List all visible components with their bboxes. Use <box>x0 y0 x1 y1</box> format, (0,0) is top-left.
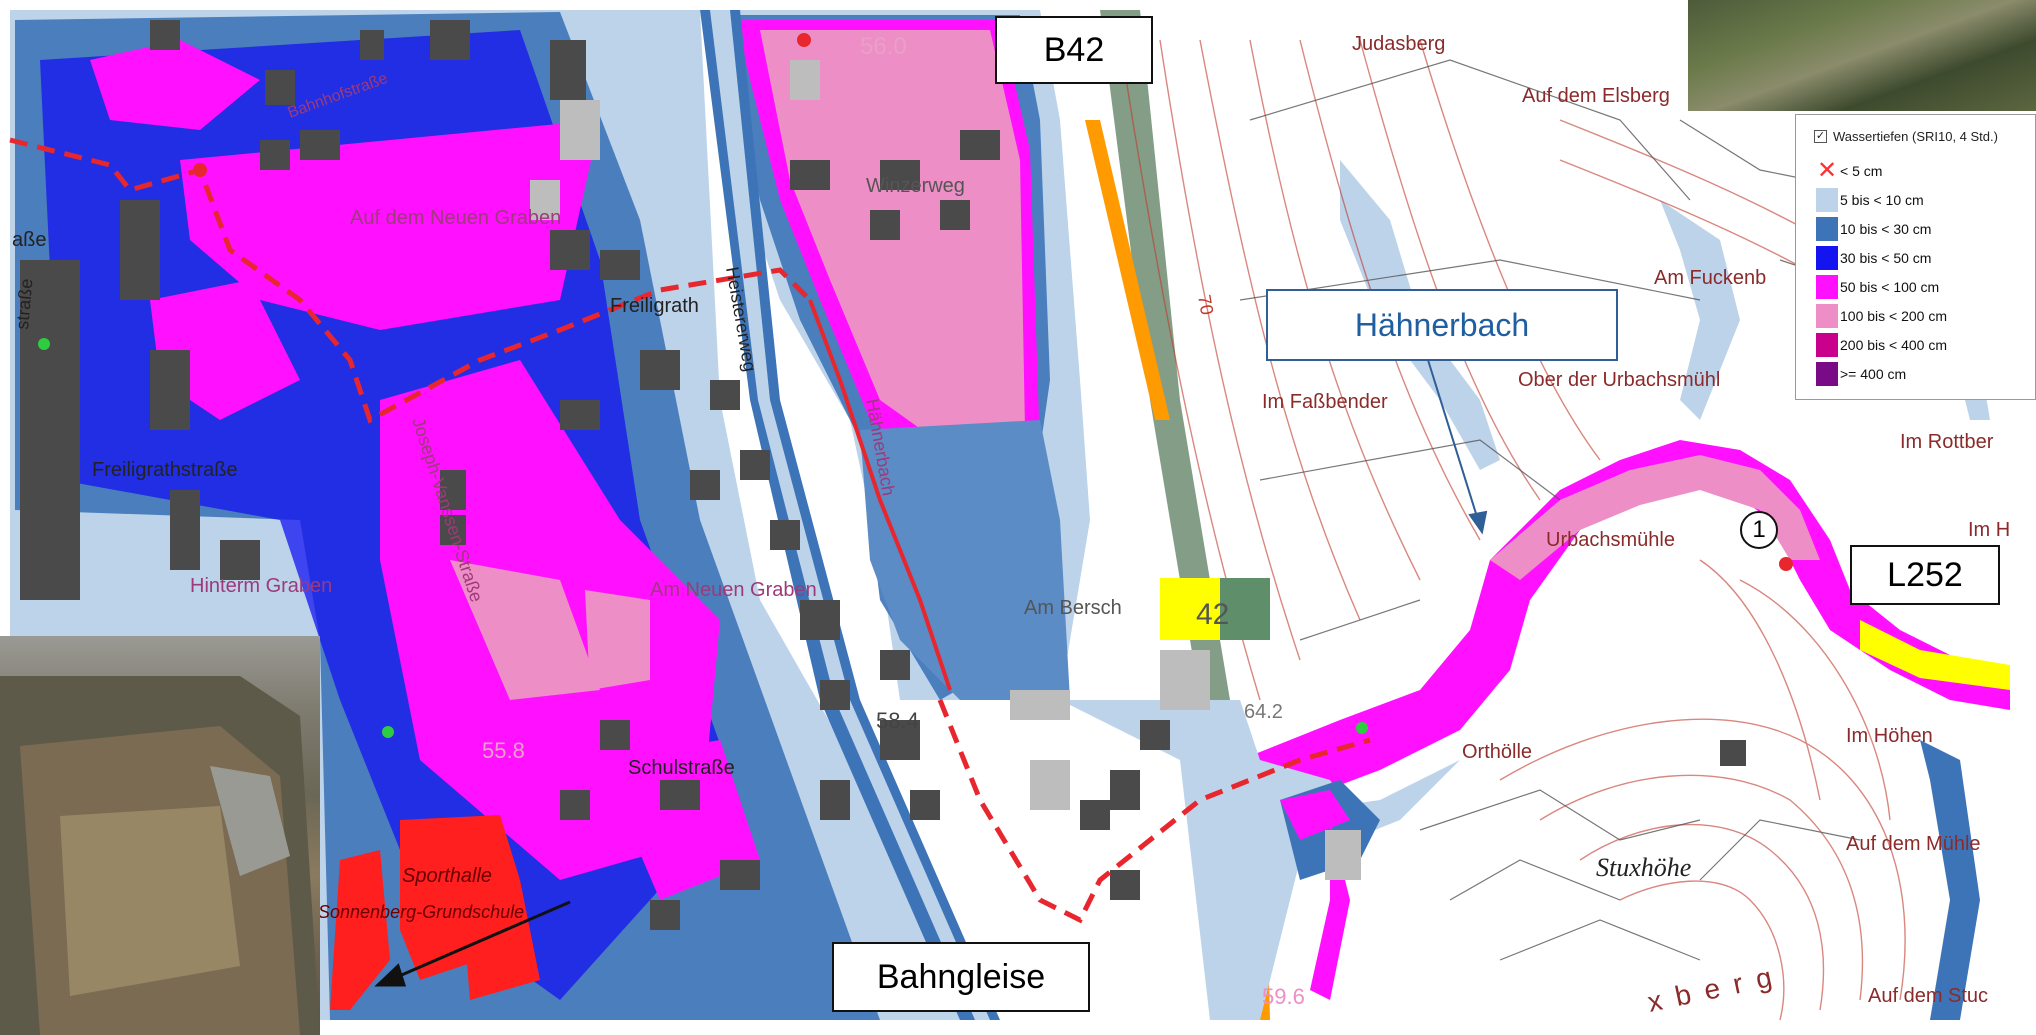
label-am-bersch: Am Bersch <box>1024 597 1122 619</box>
label-sporthalle: Sporthalle <box>402 865 492 887</box>
checkbox-icon[interactable]: ✓ <box>1814 130 1827 143</box>
photo-forest-stream <box>1688 0 2036 111</box>
legend-swatch <box>1816 217 1838 241</box>
photo-retention-basin <box>0 636 320 1035</box>
map-point-red <box>1779 557 1793 571</box>
label-elev-56: 56.0 <box>860 33 907 60</box>
label-orthoelle: Orthölle <box>1462 741 1532 763</box>
legend-title-text: Wassertiefen (SRI10, 4 Std.) <box>1833 129 1998 144</box>
label-winzerweg: Winzerweg <box>866 175 965 197</box>
contour-lines <box>1119 39 1906 1021</box>
label-ober-der-urbachsmuehle: Ober der Urbachsmühl <box>1518 369 1720 391</box>
label-auf-dem-muehle: Auf dem Mühle <box>1846 833 1981 855</box>
haehnerbach-pointer <box>1427 359 1488 535</box>
numbered-marker: 1 <box>1740 511 1778 549</box>
label-freiligrathstrasse: Freiligrathstraße <box>92 459 238 481</box>
route-dashed <box>9 137 1371 924</box>
label-elev-70: 70 <box>1194 293 1217 316</box>
legend-swatch <box>1816 362 1838 386</box>
parcel-lines <box>1239 59 1871 961</box>
legend-panel: ✓ Wassertiefen (SRI10, 4 Std.) ✕ < 5 cm … <box>1795 114 2036 400</box>
label-schulstrasse: Schulstraße <box>628 757 735 779</box>
direction-arrow <box>374 900 571 987</box>
map-point-green <box>382 726 394 738</box>
legend-item: 100 bis < 200 cm <box>1816 304 1947 328</box>
callout-haehnerbach: Hähnerbach <box>1266 289 1618 361</box>
legend-swatch <box>1816 333 1838 357</box>
map-point-red <box>797 33 811 47</box>
label-strasse-left: aße <box>12 229 46 251</box>
label-am-neuen-graben: Am Neuen Graben <box>650 579 817 601</box>
map-point-green <box>38 338 50 350</box>
x-mark-icon: ✕ <box>1816 157 1838 184</box>
buildings-light <box>530 60 1361 880</box>
callout-l252: L252 <box>1850 545 2000 605</box>
label-urbachsmuehle: Urbachsmühle <box>1546 529 1675 551</box>
label-stuxhoehe: Stuxhöhe <box>1596 853 1691 882</box>
label-im-hoehen: Im Höhen <box>1846 725 1933 747</box>
label-freiligrath: Freiligrath <box>610 295 699 317</box>
map-labels: Judasberg Auf dem Elsberg Am Fuckenb Im … <box>12 33 2010 1009</box>
legend-title[interactable]: ✓ Wassertiefen (SRI10, 4 Std.) <box>1814 129 1998 144</box>
label-strasse-left2: straße <box>12 278 36 331</box>
label-am-fuckenb: Am Fuckenb <box>1654 267 1766 289</box>
legend-item: 200 bis < 400 cm <box>1816 333 1947 357</box>
legend-swatch <box>1816 275 1838 299</box>
label-auf-dem-elsberg: Auf dem Elsberg <box>1522 85 1670 107</box>
legend-item: ✕ < 5 cm <box>1816 157 1883 184</box>
map-point-green <box>1356 722 1368 734</box>
school-buildings <box>330 815 540 1010</box>
creek-channel <box>1060 160 2010 1020</box>
label-im-rottber: Im Rottber <box>1900 431 1994 453</box>
legend-item: 50 bis < 100 cm <box>1816 275 1939 299</box>
legend-item: 10 bis < 30 cm <box>1816 217 1931 241</box>
label-sonnenberg-grundschule: Sonnenberg-Grundschule <box>318 902 524 922</box>
legend-item: 30 bis < 50 cm <box>1816 246 1931 270</box>
gauge-box <box>1220 578 1270 640</box>
label-elev-642: 64.2 <box>1244 701 1283 723</box>
label-elev-558: 55.8 <box>482 738 525 763</box>
legend-swatch <box>1816 188 1838 212</box>
label-elev-58: 58.4 <box>876 708 919 733</box>
label-hinterm-graben: Hinterm Graben <box>190 575 332 597</box>
label-auf-dem-stuc: Auf dem Stuc <box>1868 985 1988 1007</box>
label-im-h: Im H <box>1968 519 2010 541</box>
route-solid <box>808 299 952 691</box>
railway-corridor <box>700 10 1000 1020</box>
buildings <box>20 20 1746 930</box>
legend-swatch <box>1816 304 1838 328</box>
label-elev-59: 59.6 <box>1262 984 1305 1009</box>
label-judasberg: Judasberg <box>1352 33 1445 55</box>
label-im-fassbender: Im Faßbender <box>1262 391 1388 413</box>
label-auf-dem-neuen-graben: Auf dem Neuen Graben <box>350 207 561 229</box>
map-point-red <box>193 163 207 177</box>
legend-item: >= 400 cm <box>1816 362 1906 386</box>
label-elev-42: 42 <box>1196 598 1229 631</box>
callout-bahngleise: Bahngleise <box>832 942 1090 1012</box>
legend-swatch <box>1816 246 1838 270</box>
callout-b42: B42 <box>995 16 1153 84</box>
legend-item: 5 bis < 10 cm <box>1816 188 1924 212</box>
